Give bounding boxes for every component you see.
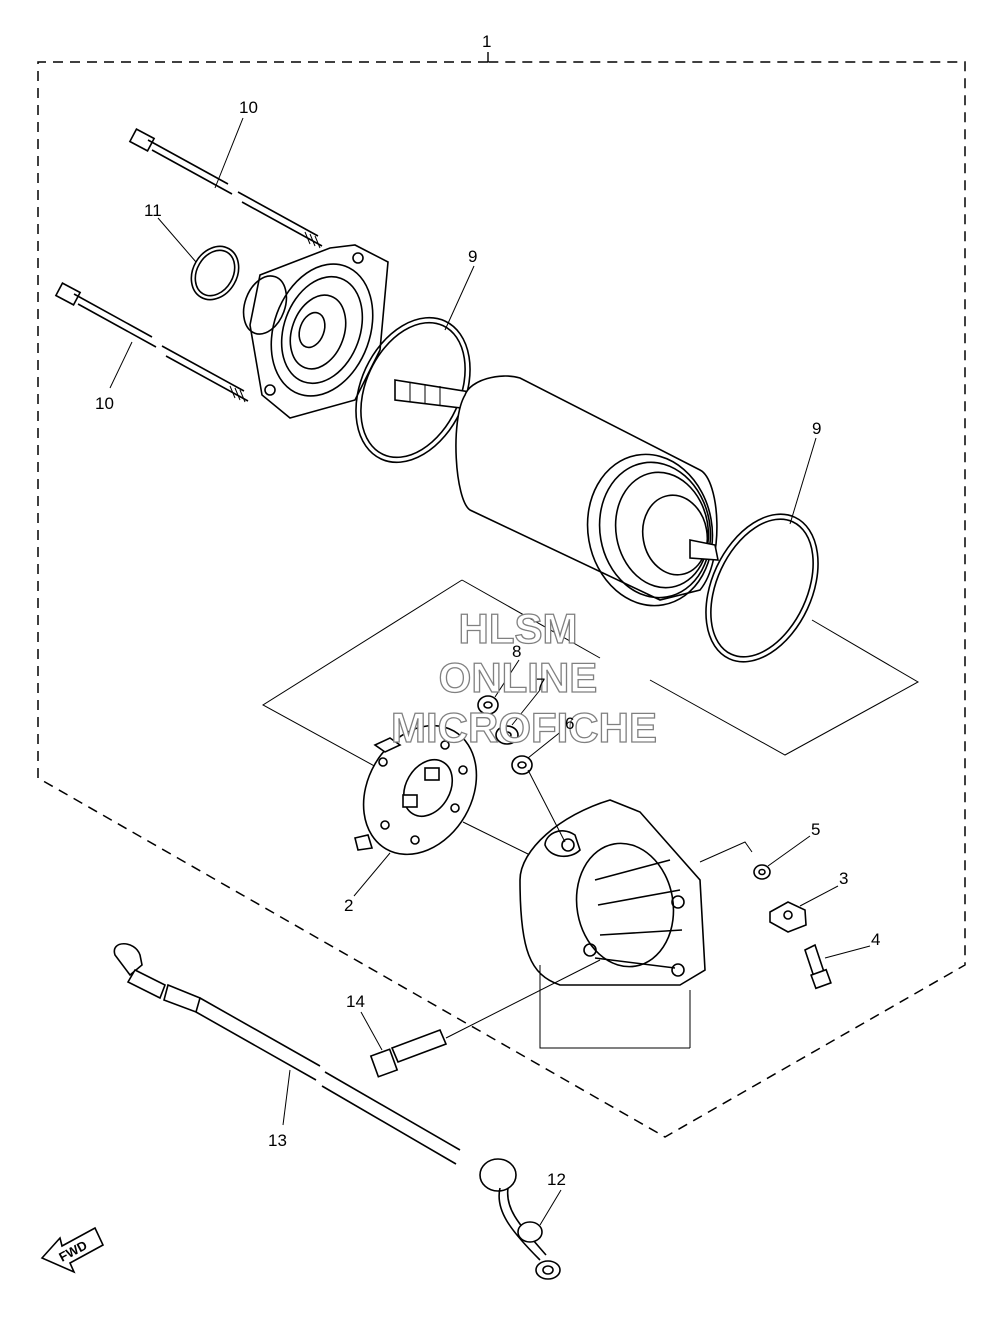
o-ring-9-lower [705,513,819,663]
washer-8 [477,695,499,715]
front-cover [242,244,389,419]
plate-leader [462,821,531,856]
bolt-lower [54,282,249,403]
assembly-boundary [37,61,966,1138]
watermark-line-1: HLSM [459,605,578,652]
watermark-line-2: ONLINE [439,654,598,701]
motor-yoke [394,375,719,607]
terminal-leader [699,841,753,863]
callout-12: 12 [547,1170,566,1189]
callout-2: 2 [344,896,353,915]
callout-9-upper: 9 [468,247,477,266]
callout-10-upper: 10 [239,98,258,117]
washer-7 [495,725,519,745]
callout-1: 1 [482,32,491,51]
reference-plane-right [649,619,920,756]
callout-6: 6 [565,714,574,733]
callout-9-lower: 9 [812,419,821,438]
brush-holder-plate [354,724,478,856]
watermark-line-3: MICROFICHE [391,704,657,751]
watermark: HLSM ONLINE MICROFICHE [390,604,657,751]
callout-14: 14 [346,992,365,1011]
bolt-upper [128,128,323,249]
washer-5 [753,864,771,880]
callout-11: 11 [144,201,162,220]
callout-10-lower: 10 [95,394,114,413]
callout-13: 13 [268,1131,287,1150]
callout-4: 4 [871,930,880,949]
bolt-4 [804,943,832,990]
callout-leaders [109,117,871,1226]
callout-8: 8 [512,642,521,661]
callout-5: 5 [811,820,820,839]
reference-plane [262,579,463,781]
nut-3 [769,901,807,933]
o-ring-11 [190,245,240,301]
washer-6 [511,755,533,775]
bracket-line [539,965,690,1049]
fwd-arrow-icon: FWD [40,1226,105,1274]
rear-cover [519,799,706,986]
callout-3: 3 [839,869,848,888]
lead-wire-13 [113,942,561,1280]
callout-7: 7 [536,675,545,694]
reference-plane-top [461,579,601,659]
bolt-14 [369,959,601,1078]
